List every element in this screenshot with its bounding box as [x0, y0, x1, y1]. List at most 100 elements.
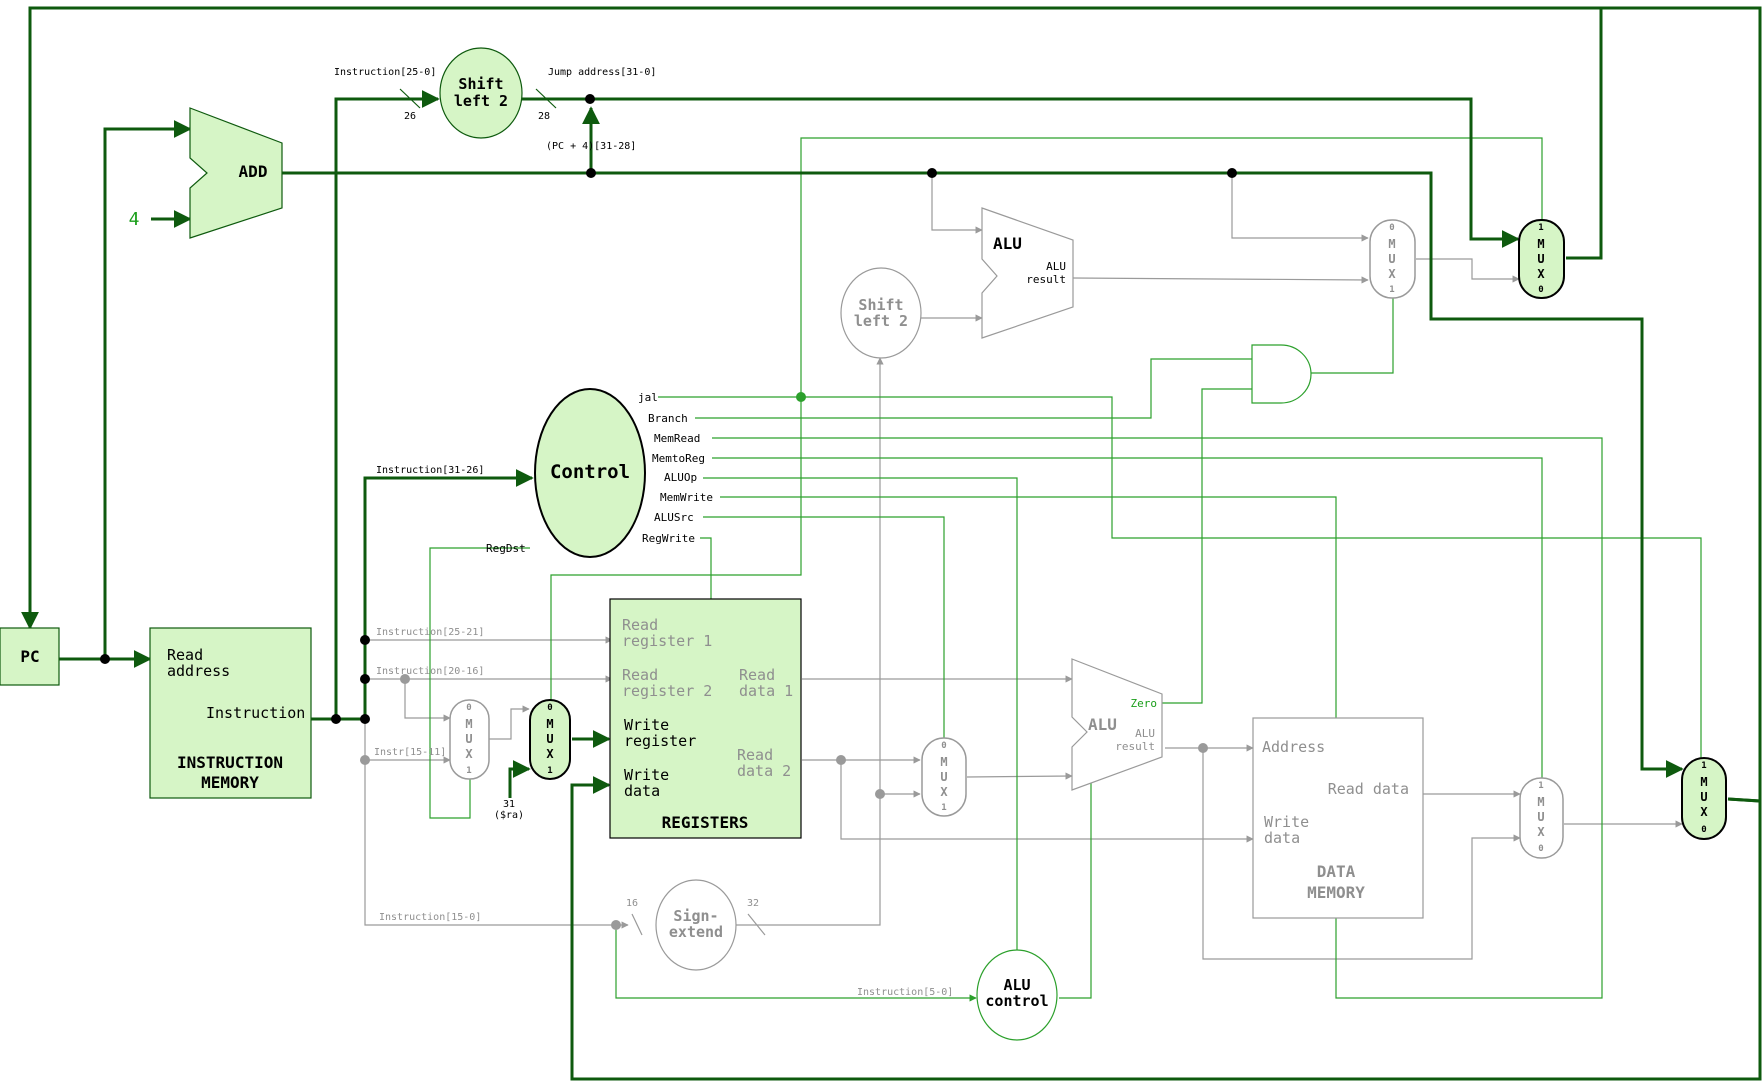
wire-zero-and [1162, 388, 1252, 704]
dot-instr-a [331, 714, 341, 724]
pc-label: PC [20, 647, 39, 666]
reg-read-data1-2: data 1 [739, 682, 793, 700]
dot-pc4-b [927, 168, 937, 178]
mux-jal-in-bottom: 0 [1701, 825, 1706, 835]
signal-memread: MemRead [654, 432, 700, 445]
wire-pc4-alu [931, 174, 983, 234]
dot-pc4-c [1227, 168, 1237, 178]
constant-four: 4 [129, 209, 140, 230]
slash-32 [747, 913, 766, 936]
wire-jump-mux-out [1566, 8, 1603, 260]
pc-register: PC [0, 627, 60, 686]
mux-regdst-x: X [465, 747, 473, 761]
reg-title: REGISTERS [662, 813, 749, 832]
wire-pc-add [103, 120, 192, 659]
alu-control: ALU control [976, 949, 1058, 1041]
mux-ra-in-bottom: 1 [547, 766, 552, 776]
control-unit: Control [534, 388, 646, 558]
mux-alusrc-m: M [940, 755, 947, 769]
wire-memwrite [720, 496, 1337, 718]
dot-jal [796, 392, 806, 402]
wire-branch [695, 358, 1252, 419]
reg-read-reg1-1: Read [622, 616, 658, 634]
mux-branch-u: U [1388, 252, 1395, 266]
alu-branch-result-1: ALU [1046, 260, 1066, 273]
signal-memwrite: MemWrite [660, 491, 713, 504]
mux-memtoreg-m: M [1537, 795, 1544, 809]
wire-alu-branch-result [1072, 276, 1369, 284]
mux-ra-x: X [546, 747, 554, 761]
mux-memtoreg: 1 M U X 0 [1519, 777, 1564, 859]
alu-branch-result-2: result [1026, 273, 1066, 286]
multiplexers: 0 M U X 1 1 M U X 0 0 M U X 1 0 M [449, 219, 1727, 859]
bus-width-labels: 26 28 16 32 [404, 111, 759, 909]
branch-adder-alu: ALU ALU result [981, 207, 1074, 339]
reg-read-data1-1: Read [739, 666, 775, 684]
add-label: ADD [239, 162, 268, 181]
bus-width-16: 16 [626, 898, 638, 909]
label-instr-15-11: Instr[15-11] [374, 747, 446, 758]
alu-main-result-2: result [1115, 740, 1155, 753]
inactive-wires [364, 174, 1683, 960]
reg-write-reg-1: Write [624, 716, 669, 734]
reg-write-data-1: Write [624, 766, 669, 784]
branch-and-gate [1251, 344, 1312, 404]
signal-branch: Branch [648, 412, 688, 425]
wire-labels: Instruction[25-0] Jump address[31-0] (PC… [334, 67, 953, 998]
slash-28 [535, 88, 557, 109]
mux-branch-in-top: 0 [1389, 223, 1394, 233]
signal-jal: jal [638, 391, 658, 404]
signext-line1: Sign- [673, 907, 718, 925]
active-wires [21, 6, 1762, 1081]
mux-jal-x: X [1700, 805, 1708, 819]
wire-memread [712, 437, 1603, 999]
wire-instr-31-26 [363, 469, 534, 719]
signext-line2: extend [669, 923, 723, 941]
mux-branch-in-bottom: 1 [1389, 285, 1394, 295]
mux-regdst-u: U [465, 732, 472, 746]
wire-ra-31 [508, 760, 531, 798]
bus-slashes [399, 88, 766, 936]
wire-instr-15-0 [364, 719, 629, 929]
mux-ra-u: U [546, 732, 553, 746]
wire-alusrc-out [966, 772, 1073, 780]
instruction-memory: Read address Instruction INSTRUCTION MEM… [149, 627, 312, 799]
mux-memtoreg-in-top: 1 [1538, 781, 1543, 791]
mux-memtoreg-u: U [1537, 810, 1544, 824]
mux-jump-m: M [1537, 237, 1544, 251]
mux-regdst: 0 M U X 1 [449, 699, 490, 780]
wire-instr-25-0 [334, 90, 440, 719]
bus-width-26: 26 [404, 111, 416, 122]
control-wires [429, 137, 1702, 1002]
wire-aluop [703, 477, 1018, 950]
mux-jump-x: X [1537, 267, 1545, 281]
shift-top-line2: left 2 [454, 92, 508, 110]
mux-alusrc-in-bottom: 1 [941, 803, 946, 813]
wire-pc4-branchmux [1231, 174, 1369, 242]
label-ra-31: 31 [503, 799, 515, 810]
imem-title-2: MEMORY [201, 773, 259, 792]
reg-read-reg1-2: register 1 [622, 632, 712, 650]
signal-memtoreg: MemtoReg [652, 452, 705, 465]
wire-jal [658, 396, 1702, 758]
shift-top-line1: Shift [458, 75, 503, 93]
imem-read-address-2: address [167, 662, 230, 680]
sign-extend: Sign- extend [655, 879, 737, 971]
label-instr-25-21: Instruction[25-21] [376, 627, 484, 638]
dot-instr-d [360, 674, 370, 684]
dmem-title-2: MEMORY [1307, 883, 1365, 902]
label-instr-15-0: Instruction[15-0] [379, 912, 481, 923]
dot-i1511 [360, 755, 370, 765]
dmem-write-data-1: Write [1264, 813, 1309, 831]
mux-regdst-in-bottom: 1 [466, 766, 471, 776]
mux-branch: 0 M U X 1 [1369, 219, 1416, 299]
signal-aluop: ALUOp [664, 471, 697, 484]
alu-main-result-1: ALU [1135, 727, 1155, 740]
mux-branch-m: M [1388, 237, 1395, 251]
wire-regdst-mux-out [489, 705, 530, 740]
wire-regdst [429, 547, 530, 819]
dot-pc [100, 654, 110, 664]
mux-jump-u: U [1537, 252, 1544, 266]
